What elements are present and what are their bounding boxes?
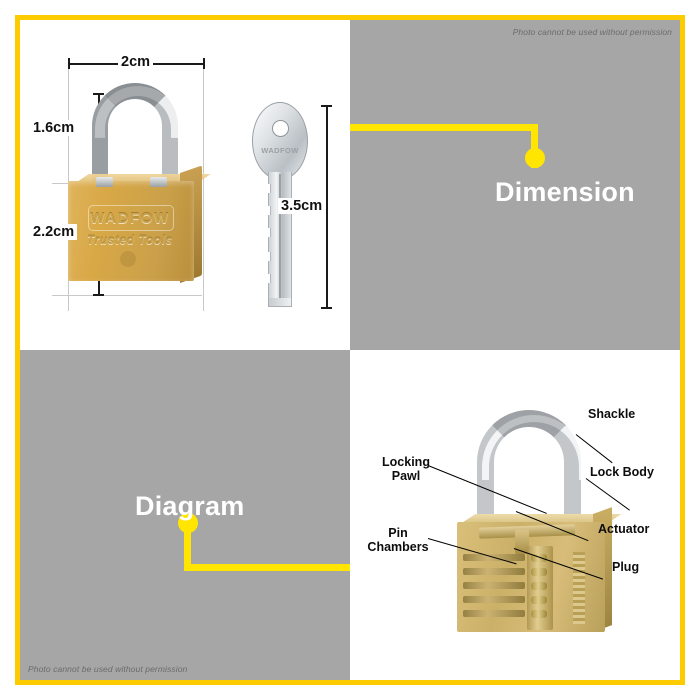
- ext-line-right: [203, 66, 204, 311]
- ext-line-bottom: [52, 295, 202, 296]
- dim-tick-width-left: [68, 58, 70, 69]
- dim-tick-key-top: [321, 105, 332, 107]
- key-notch: [262, 252, 271, 261]
- padlock-tagline-emboss: Trusted Tools: [87, 235, 173, 247]
- dim-label-shackle-height: 1.6cm: [30, 120, 78, 136]
- callout-shackle: Shackle: [588, 407, 636, 421]
- key-notch: [262, 228, 271, 237]
- shackle-hole-left: [96, 177, 113, 187]
- panel-dimension-title: Photo cannot be used without permission …: [350, 20, 680, 350]
- cutaway-padlock: [445, 410, 625, 640]
- dim-label-width: 2cm: [118, 54, 154, 70]
- key-head: [252, 102, 308, 180]
- diagram-pin-chamber: [463, 568, 525, 575]
- key-hole: [272, 120, 289, 137]
- key-notch: [262, 184, 271, 193]
- diagram-lock-body: [457, 522, 605, 632]
- callout-pin-chambers: Pin Chambers: [367, 526, 429, 555]
- panel-dimension-photo: 2cm 1.6cm 2.2cm WADFO: [20, 20, 350, 350]
- padlock-body: [68, 181, 194, 281]
- shackle-hole-right: [150, 177, 167, 187]
- connector-line-vertical-diagram: [184, 523, 191, 571]
- diagram-pin-stack: [531, 610, 547, 618]
- key-photo: WADFOW: [248, 102, 310, 310]
- dimension-drawing: 2cm 1.6cm 2.2cm WADFO: [20, 20, 350, 350]
- diagram-pin-stack: [531, 596, 547, 604]
- diagram-pin-chamber: [463, 596, 525, 603]
- key-brand-stamp: WADFOW: [261, 146, 299, 155]
- padlock-emboss-frame: [88, 205, 174, 231]
- key-notch: [262, 206, 271, 215]
- key-tip: [268, 298, 292, 307]
- dimension-panel-title: Dimension: [495, 177, 635, 207]
- diagram-pin-stack: [531, 554, 547, 562]
- watermark-top-right: Photo cannot be used without permission: [512, 27, 672, 37]
- connector-line-horizontal-dimension: [350, 124, 538, 131]
- key-spine: [279, 174, 281, 300]
- connector-dot-dimension: [525, 148, 545, 168]
- callout-actuator: Actuator: [598, 522, 650, 536]
- dim-line-key: [326, 105, 328, 308]
- padlock-photo: WADFOW Trusted Tools: [68, 83, 211, 303]
- callout-lock-body: Lock Body: [590, 465, 654, 479]
- diagram-actuator: [515, 530, 529, 554]
- connector-line-vertical-dimension: [531, 124, 538, 168]
- watermark-bottom-left: Photo cannot be used without permission: [28, 664, 188, 674]
- diagram-pin-chamber: [463, 610, 525, 617]
- connector-line-horizontal-diagram: [184, 564, 350, 571]
- panel-diagram-title: Diagram Photo cannot be used without per…: [20, 350, 350, 680]
- diagram-pin-stack: [531, 582, 547, 590]
- diagram-pin-stack: [531, 568, 547, 576]
- dim-tick-bottom: [93, 294, 104, 296]
- dim-label-key-length: 3.5cm: [278, 198, 326, 214]
- diagram-pin-chamber: [463, 582, 525, 589]
- callout-locking-pawl: Locking Pawl: [382, 455, 430, 484]
- cutaway-diagram: Shackle Locking Pawl Lock Body Pin Chamb…: [350, 350, 680, 680]
- dim-label-body-height: 2.2cm: [30, 224, 78, 240]
- diagram-pin-chamber: [463, 554, 525, 561]
- callout-plug: Plug: [612, 560, 640, 574]
- quadrant-grid: 2cm 1.6cm 2.2cm WADFO: [20, 20, 680, 680]
- diagram-panel-title: Diagram: [135, 491, 245, 521]
- dim-tick-width-right: [203, 58, 205, 69]
- key-notch: [262, 274, 271, 283]
- dim-tick-top: [93, 93, 104, 95]
- panel-diagram-photo: Shackle Locking Pawl Lock Body Pin Chamb…: [350, 350, 680, 680]
- padlock-keyhole: [120, 251, 136, 267]
- dim-tick-key-bottom: [321, 307, 332, 309]
- padlock-brand-emboss: WADFOW: [90, 210, 170, 227]
- diagram-spring: [573, 552, 585, 624]
